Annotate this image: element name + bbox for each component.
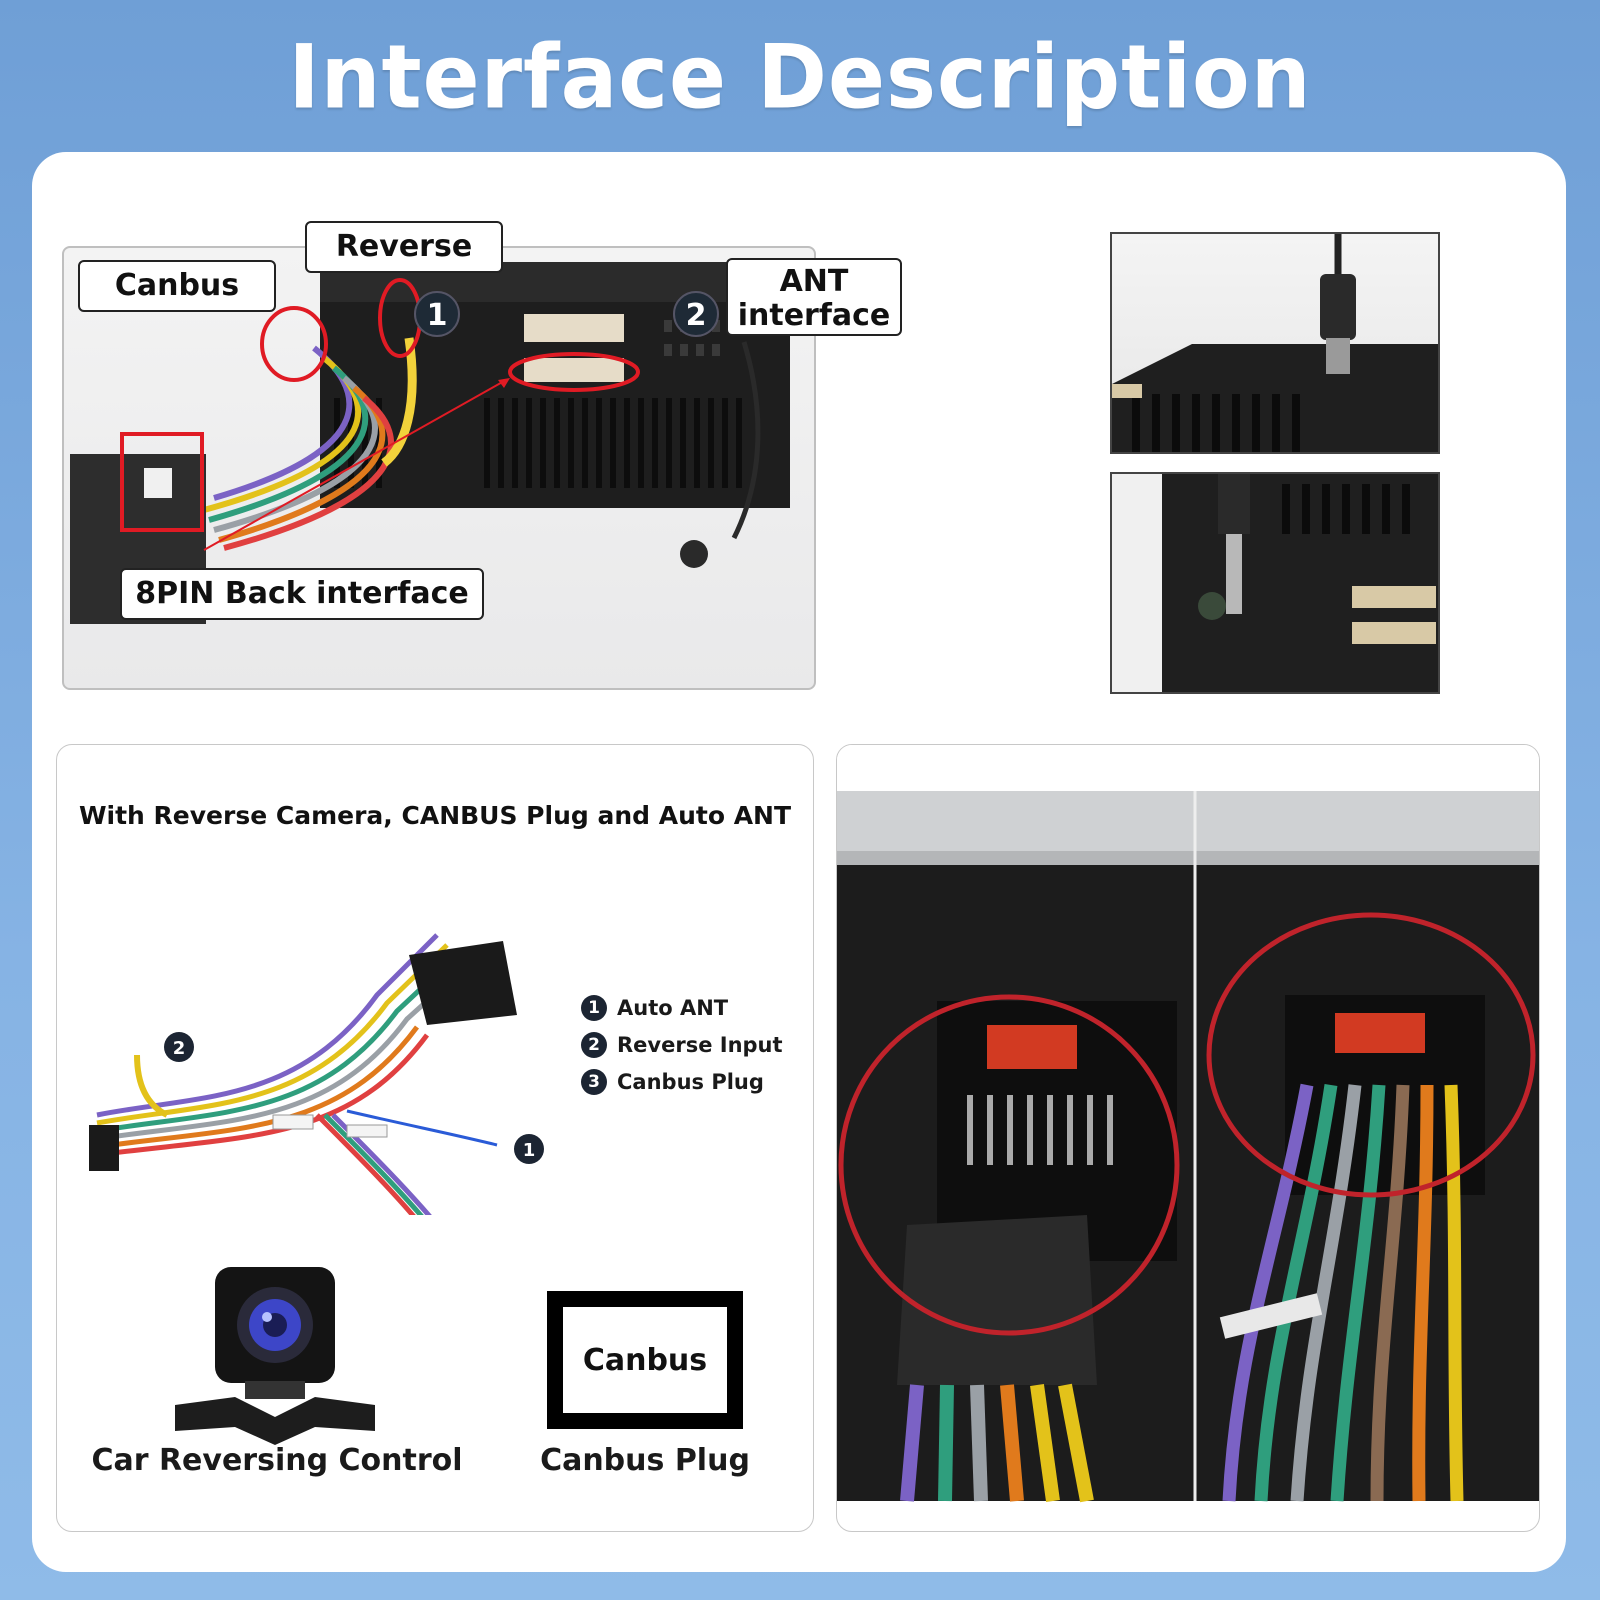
- legend-label-3: Canbus Plug: [617, 1070, 764, 1094]
- cable-harness-illustration: 2 1 3: [89, 933, 544, 1215]
- legend-label-1: Auto ANT: [617, 996, 729, 1020]
- cable-harness-panel: With Reverse Camera, CANBUS Plug and Aut…: [56, 744, 814, 1532]
- legend-label-2: Reverse Input: [617, 1033, 783, 1057]
- page-title: Interface Description: [288, 25, 1312, 129]
- label-canbus: Canbus: [78, 260, 276, 312]
- head-unit-illustration: 1 2: [70, 262, 790, 624]
- label-ant-line2: interface: [737, 298, 891, 333]
- label-ant-interface: ANT interface: [726, 258, 902, 336]
- canbus-box-inner: Canbus: [563, 1307, 727, 1413]
- antenna-thumb-top: [1110, 232, 1440, 454]
- label-8pin-back: 8PIN Back interface: [120, 568, 484, 620]
- connector-closeup-illustration: [837, 745, 1539, 1503]
- antenna-thumb-bottom-illustration: [1162, 474, 1438, 692]
- marker-1: 1: [427, 298, 448, 333]
- caption-canbus-plug: Canbus Plug: [540, 1443, 750, 1478]
- harness-marker-2: 2: [173, 1038, 186, 1059]
- cable-panel-heading: With Reverse Camera, CANBUS Plug and Aut…: [78, 801, 792, 830]
- label-reverse: Reverse: [305, 221, 503, 273]
- legend-badge-3: 3: [581, 1069, 607, 1095]
- canbus-box: Canbus: [547, 1291, 743, 1429]
- head-unit-rear-photo: 1 2: [62, 246, 816, 690]
- antenna-thumb-top-illustration: [1112, 234, 1438, 452]
- legend-canbus-plug: 3 Canbus Plug: [581, 1069, 764, 1095]
- harness-marker-1: 1: [523, 1140, 536, 1161]
- legend-reverse-input: 2 Reverse Input: [581, 1032, 783, 1058]
- antenna-thumb-bottom: [1110, 472, 1440, 694]
- label-ant-line1: ANT: [779, 264, 849, 299]
- legend-auto-ant: 1 Auto ANT: [581, 995, 728, 1021]
- connector-closeup-photo: [836, 744, 1540, 1532]
- caption-car-reversing-control: Car Reversing Control: [91, 1443, 463, 1478]
- legend-badge-2: 2: [581, 1032, 607, 1058]
- camera-icon: [175, 1267, 375, 1445]
- marker-2: 2: [686, 298, 707, 333]
- legend-badge-1: 1: [581, 995, 607, 1021]
